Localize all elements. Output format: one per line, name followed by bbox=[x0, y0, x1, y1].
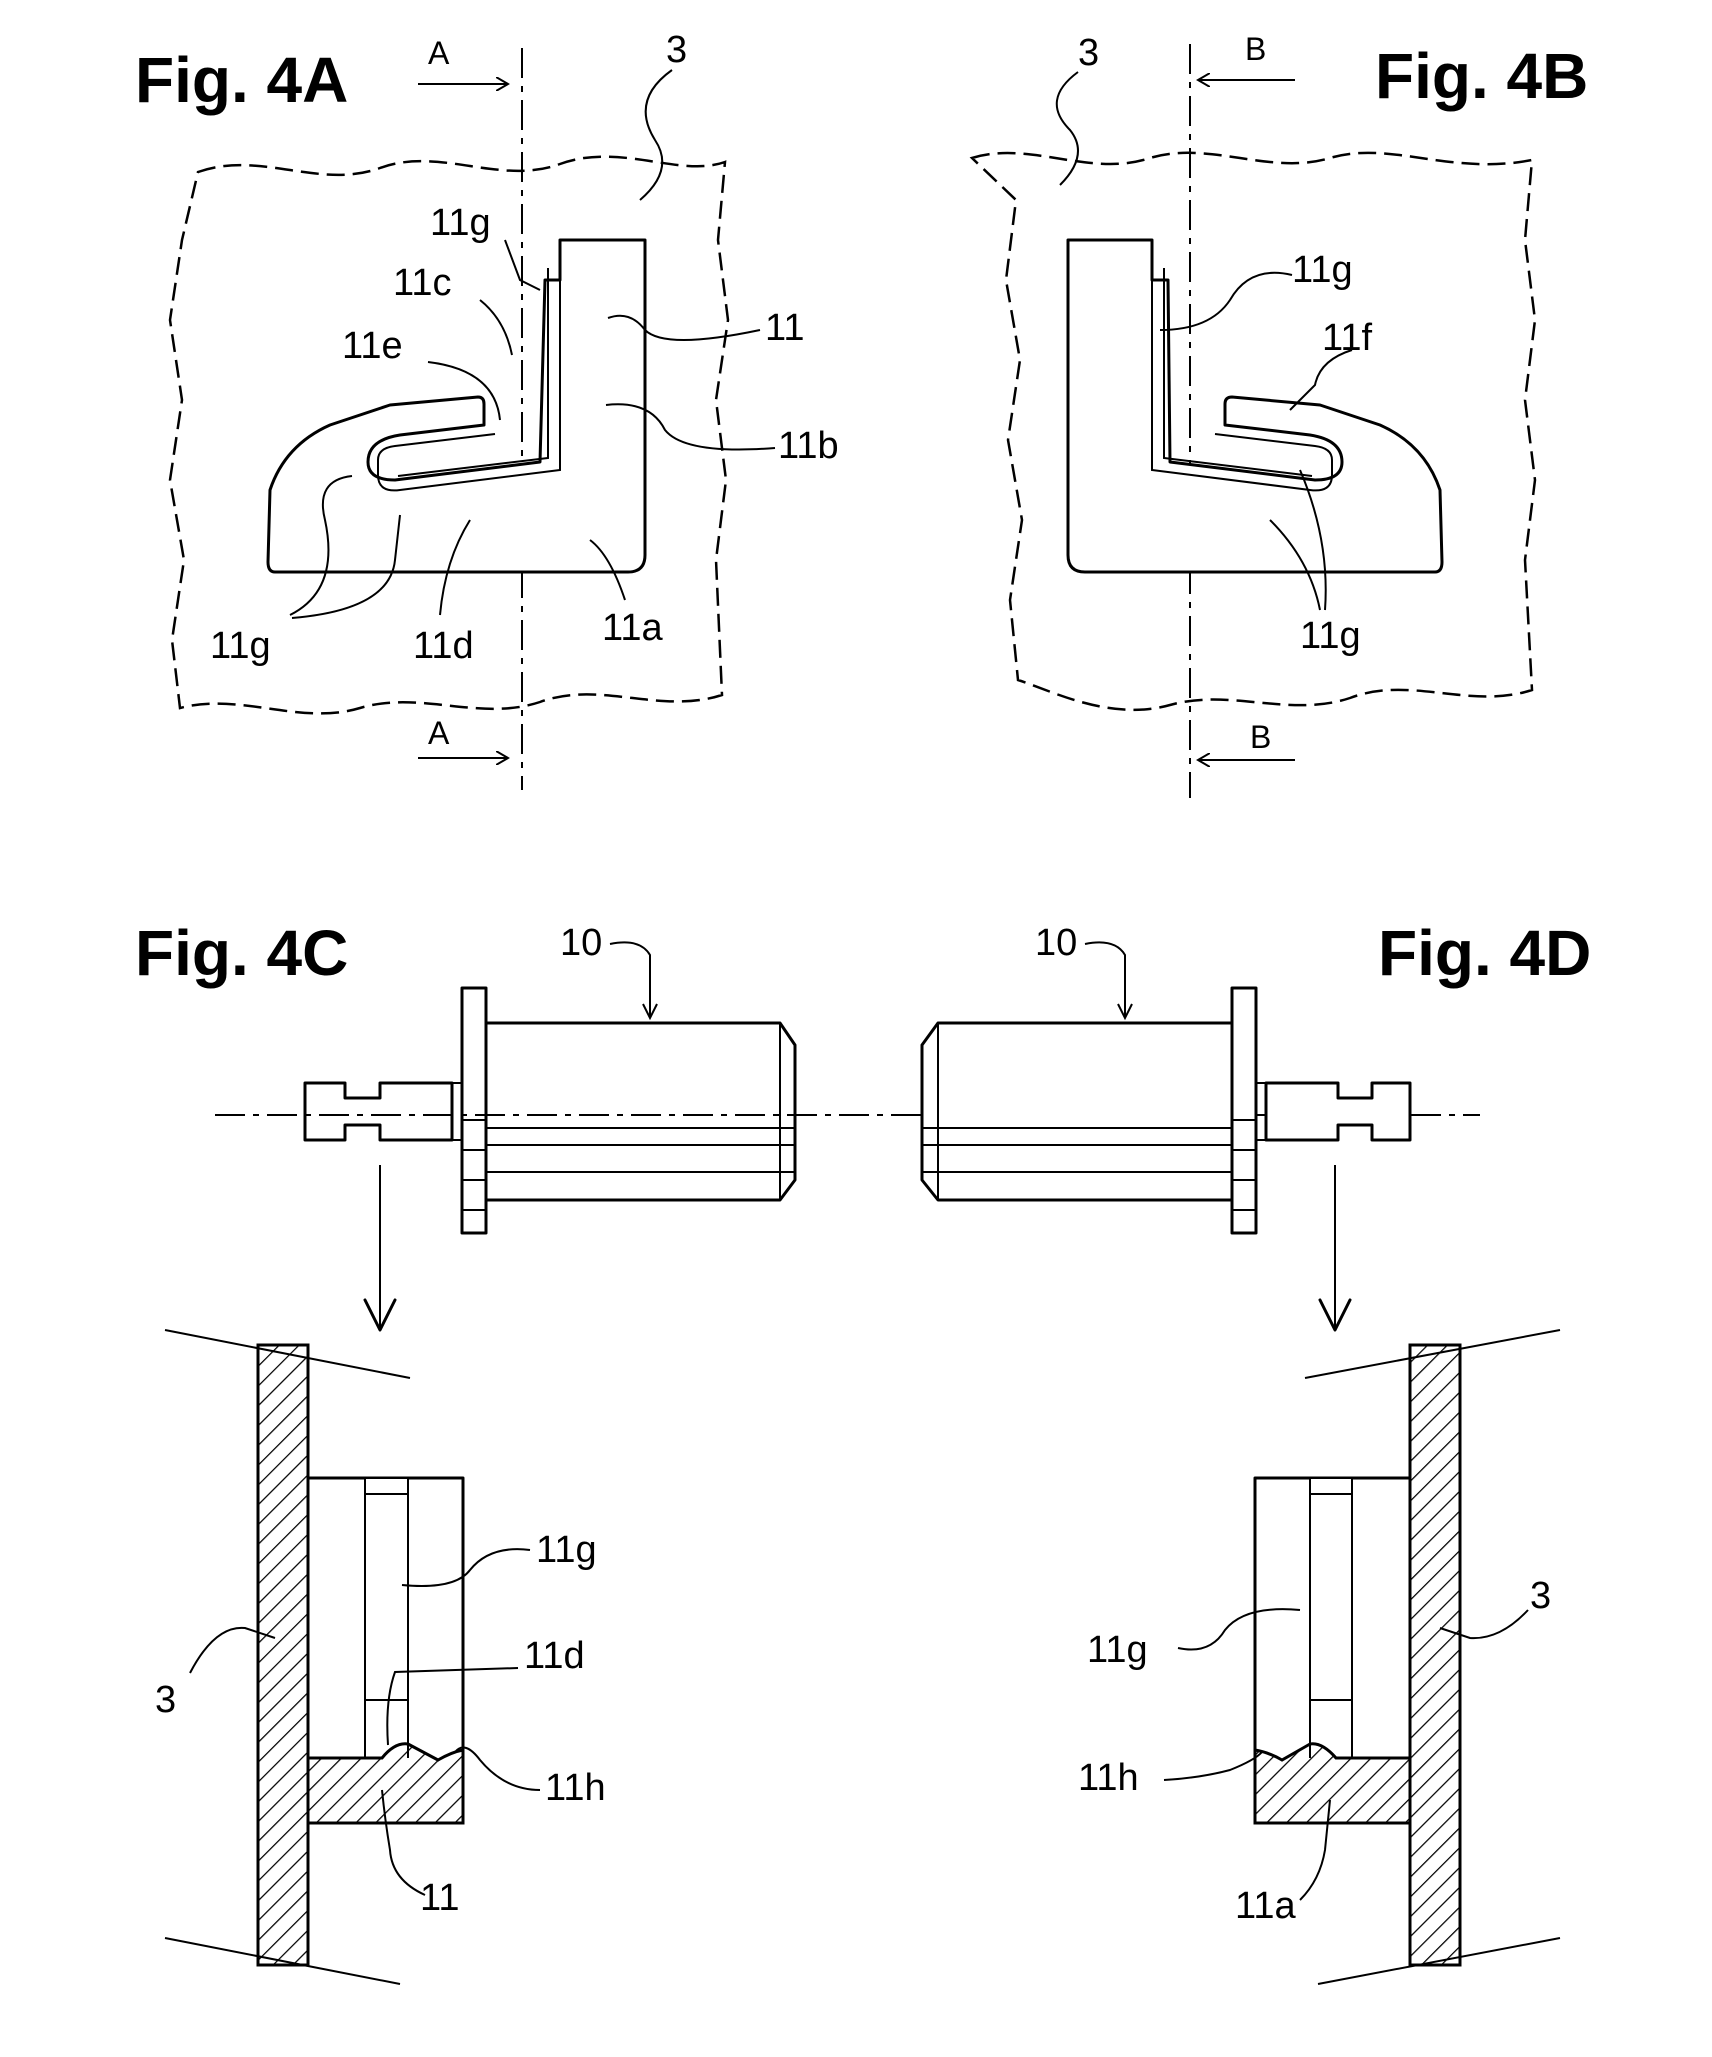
figure-4c-title: Fig. 4C bbox=[135, 917, 348, 989]
figure-4b-title: Fig. 4B bbox=[1375, 40, 1588, 112]
label-10-4c: 10 bbox=[560, 922, 602, 964]
cylinder-body-4c bbox=[486, 1023, 795, 1200]
label-11d-4c: 11d bbox=[524, 1635, 585, 1677]
section-label-b-top: B bbox=[1245, 31, 1266, 67]
leader-11h-4d bbox=[1164, 1752, 1262, 1780]
shaft-4c bbox=[305, 1083, 452, 1140]
slot-edge-4b bbox=[1164, 268, 1312, 476]
label-11e: 11e bbox=[342, 325, 403, 367]
label-11b: 11b bbox=[778, 425, 839, 467]
plate-3-outline-4b bbox=[972, 153, 1535, 710]
section-label-a-top: A bbox=[428, 35, 450, 71]
flange-4c bbox=[462, 988, 486, 1233]
label-plate-3-4c: 3 bbox=[155, 1679, 176, 1721]
label-11a-4d: 11a bbox=[1235, 1885, 1296, 1927]
slot-11g-4b bbox=[1152, 260, 1332, 490]
section-arrow-a-bottom: A bbox=[418, 715, 508, 758]
leader-11f bbox=[1290, 350, 1352, 410]
figure-4d-title: Fig. 4D bbox=[1378, 917, 1591, 989]
label-11c: 11c bbox=[393, 262, 451, 304]
figure-4a-title: Fig. 4A bbox=[135, 44, 348, 116]
section-arrow-a-top: A bbox=[418, 35, 508, 84]
label-11a-4a: 11a bbox=[602, 607, 663, 649]
label-11-4c: 11 bbox=[420, 1877, 459, 1919]
section-arrow-b-top: B bbox=[1198, 31, 1295, 80]
leader-plate-4a bbox=[640, 70, 672, 200]
label-plate-3-4d: 3 bbox=[1530, 1575, 1551, 1617]
figure-4a: Fig. 4A A A 3 11g 11c 11e 11 11b bbox=[135, 29, 839, 790]
section-label-a-bottom: A bbox=[428, 715, 450, 751]
label-11g-bottom-4a: 11g bbox=[210, 625, 271, 667]
shaft-4d bbox=[1266, 1083, 1410, 1140]
section-arrow-b-bottom: B bbox=[1198, 719, 1295, 760]
label-plate-3-4a: 3 bbox=[666, 29, 687, 71]
label-11h-4d: 11h bbox=[1078, 1757, 1139, 1799]
leader-11g-top-4b bbox=[1160, 273, 1292, 330]
label-11h-4c: 11h bbox=[545, 1767, 606, 1809]
section-label-b-bottom: B bbox=[1250, 719, 1271, 755]
leader-plate-4b bbox=[1057, 72, 1078, 185]
plate-3-section-4c bbox=[258, 1345, 308, 1965]
label-11g-4d: 11g bbox=[1087, 1629, 1148, 1671]
label-11g-top-4b: 11g bbox=[1292, 249, 1353, 291]
label-11d: 11d bbox=[413, 625, 474, 667]
flange-4d bbox=[1232, 988, 1256, 1233]
label-11g-top-4a: 11g bbox=[430, 202, 491, 244]
label-11f: 11f bbox=[1322, 317, 1372, 359]
lever-11-outline-4b bbox=[1068, 240, 1442, 572]
label-10-4d: 10 bbox=[1035, 922, 1077, 964]
label-11g-4c: 11g bbox=[536, 1529, 597, 1571]
component-10-4d bbox=[922, 988, 1410, 1233]
label-11: 11 bbox=[765, 307, 804, 349]
figure-4d: Fig. 4D 10 11g 11h bbox=[922, 917, 1591, 1984]
label-plate-3-4b: 3 bbox=[1078, 32, 1099, 74]
leader-11h-4c bbox=[455, 1748, 540, 1791]
plate-3-section-4d bbox=[1410, 1345, 1460, 1965]
component-10-4c bbox=[305, 988, 795, 1233]
leader-11c bbox=[480, 300, 512, 355]
figure-4b: Fig. 4B B B 3 11g 11f 11g bbox=[972, 31, 1588, 798]
cylinder-body-4d bbox=[922, 1023, 1232, 1200]
label-11g-bottom-4b: 11g bbox=[1300, 615, 1361, 657]
